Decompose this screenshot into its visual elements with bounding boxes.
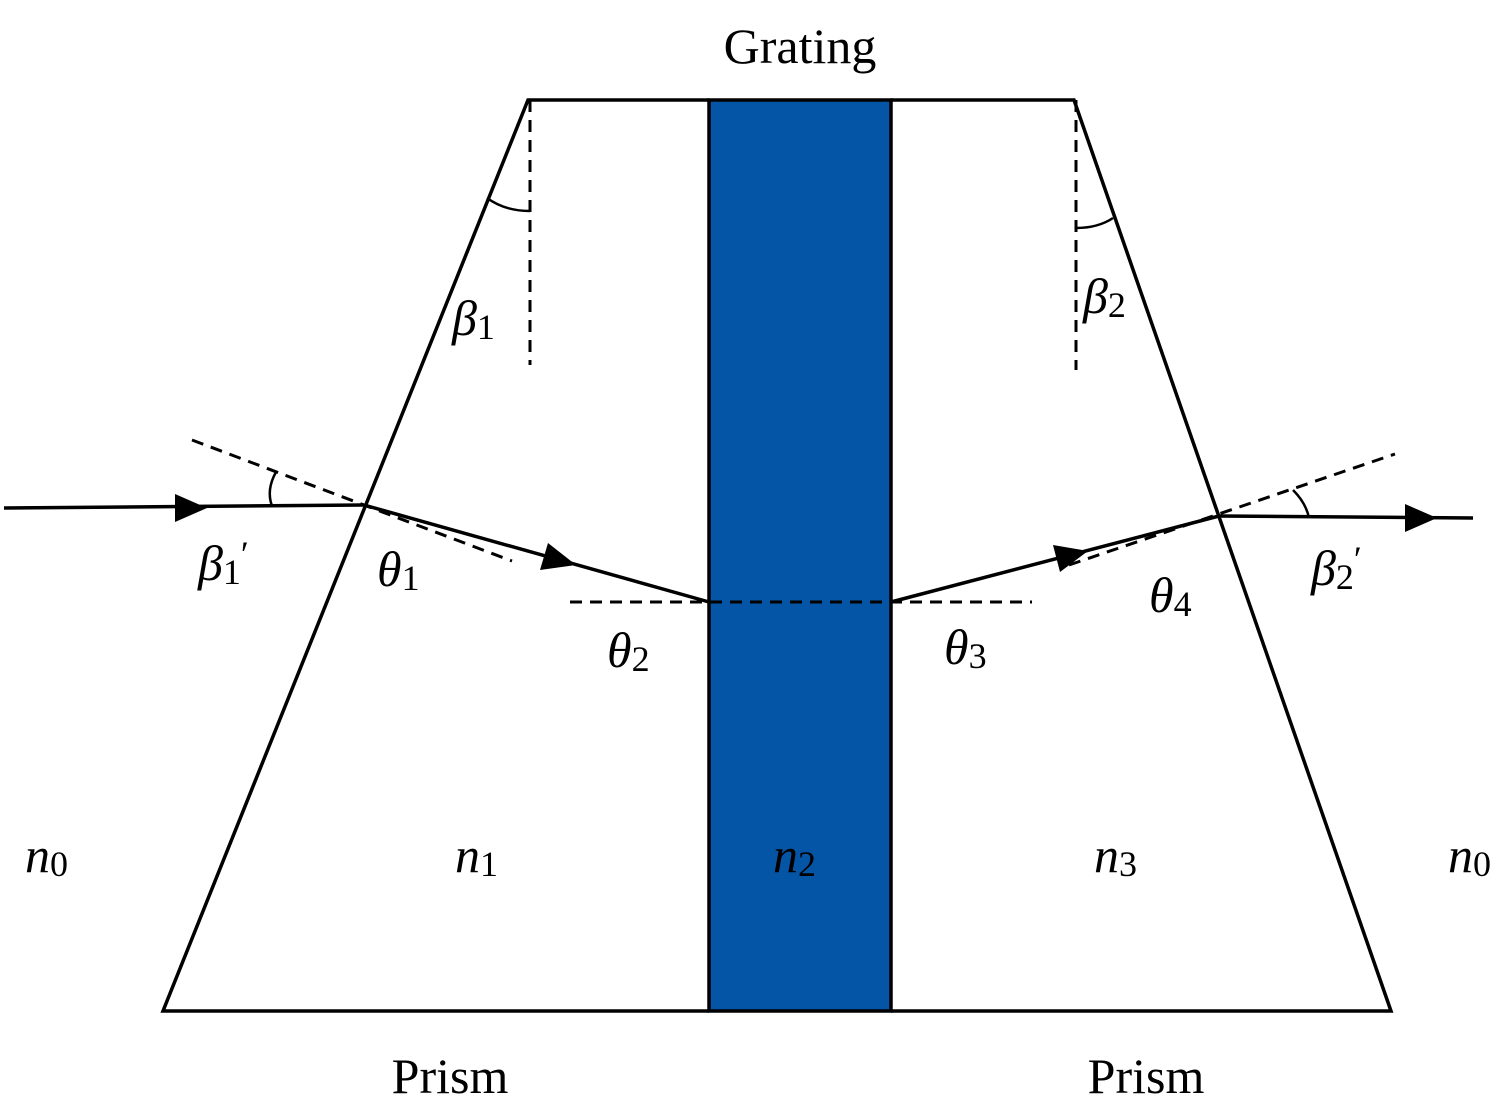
refracted-arrowhead-right (1053, 545, 1088, 572)
theta3-label: θ3 (944, 619, 987, 676)
n2-label: n2 (773, 827, 816, 884)
n0-right-label: n0 (1448, 827, 1491, 884)
incident-arrowhead (175, 494, 207, 522)
left-face-normal (191, 438, 513, 563)
n1-label: n1 (455, 827, 498, 884)
refracted-ray-right (890, 514, 1220, 604)
beta1-arc (486, 196, 531, 213)
n0-left-label: n0 (25, 827, 68, 884)
exit-arrowhead (1405, 504, 1437, 532)
grating-label: Grating (724, 18, 877, 74)
theta1-label: θ1 (377, 541, 420, 598)
n3-label: n3 (1094, 827, 1137, 884)
beta2-prime-label: β2′ (1310, 539, 1362, 597)
beta1-prime-label: β1′ (197, 534, 249, 592)
refracted-ray-left (363, 503, 710, 604)
grating-block (707, 98, 893, 1013)
prism-right-label: Prism (1088, 1048, 1205, 1104)
beta2-arc (1075, 216, 1114, 230)
left-prism-outline (160, 98, 709, 1013)
beta1-prime-arc (268, 471, 278, 507)
beta2-prime-arc (1292, 489, 1311, 519)
beta1-label: β1 (451, 290, 495, 347)
theta2-label: θ2 (607, 622, 650, 679)
theta4-label: θ4 (1149, 567, 1192, 624)
right-face-normal (1068, 452, 1396, 567)
beta2-label: β2 (1082, 268, 1126, 325)
refracted-arrowhead-left (540, 543, 576, 570)
right-prism-outline (891, 98, 1394, 1013)
prism-left-label: Prism (392, 1048, 509, 1104)
